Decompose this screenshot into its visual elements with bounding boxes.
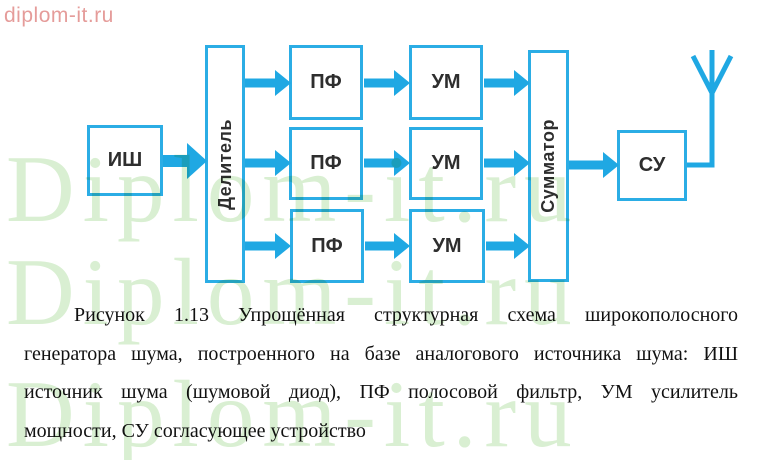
figure-caption: Рисунок 1.13 Упрощённая структурная схем… [24, 296, 738, 450]
arrow-ish-divider [163, 143, 207, 179]
caption-line: источник шума (шумовой диод), ПФ полосов… [24, 381, 738, 403]
block-bandpass-filter-3: ПФ [290, 209, 364, 283]
arrow-divider-pf1 [245, 70, 291, 96]
block-summator: Сумматор [528, 50, 569, 282]
antenna-feed-line [687, 93, 715, 168]
arrow-um1-summator [484, 70, 530, 96]
arrow-summator-su [569, 152, 619, 178]
caption-line: мощности, СУ согласующее устройство [24, 419, 366, 442]
arrow-pf2-um2 [364, 150, 410, 176]
block-power-amp-3: УМ [409, 209, 485, 283]
block-label: ИШ [107, 149, 143, 171]
block-matching-unit: СУ [617, 130, 687, 201]
block-label: СУ [638, 154, 666, 176]
block-label: УМ [432, 234, 462, 257]
antenna-icon [690, 50, 734, 95]
block-bandpass-filter-1: ПФ [289, 45, 363, 120]
block-label: УМ [431, 71, 461, 93]
arrow-um3-summator [486, 233, 530, 259]
arrow-um2-summator [484, 150, 530, 176]
block-label: ПФ [311, 234, 343, 257]
arrow-pf1-um1 [364, 70, 410, 96]
block-bandpass-filter-2: ПФ [289, 127, 363, 200]
arrow-divider-pf2 [245, 150, 291, 176]
block-label: ПФ [310, 71, 342, 93]
caption-line: Рисунок 1.13 Упрощённая структурная схем… [74, 304, 738, 326]
block-divider: Делитель [205, 45, 245, 283]
caption-line: генератора шума, построенного на базе ан… [24, 342, 738, 365]
block-label: УМ [431, 152, 461, 174]
arrow-pf3-um3 [365, 233, 410, 259]
site-logo: diplom-it.ru [4, 4, 114, 27]
arrow-divider-pf3 [245, 233, 291, 259]
block-power-amp-1: УМ [409, 45, 483, 120]
block-label: ПФ [310, 152, 342, 174]
block-noise-source: ИШ [87, 125, 163, 196]
block-power-amp-2: УМ [409, 127, 483, 200]
